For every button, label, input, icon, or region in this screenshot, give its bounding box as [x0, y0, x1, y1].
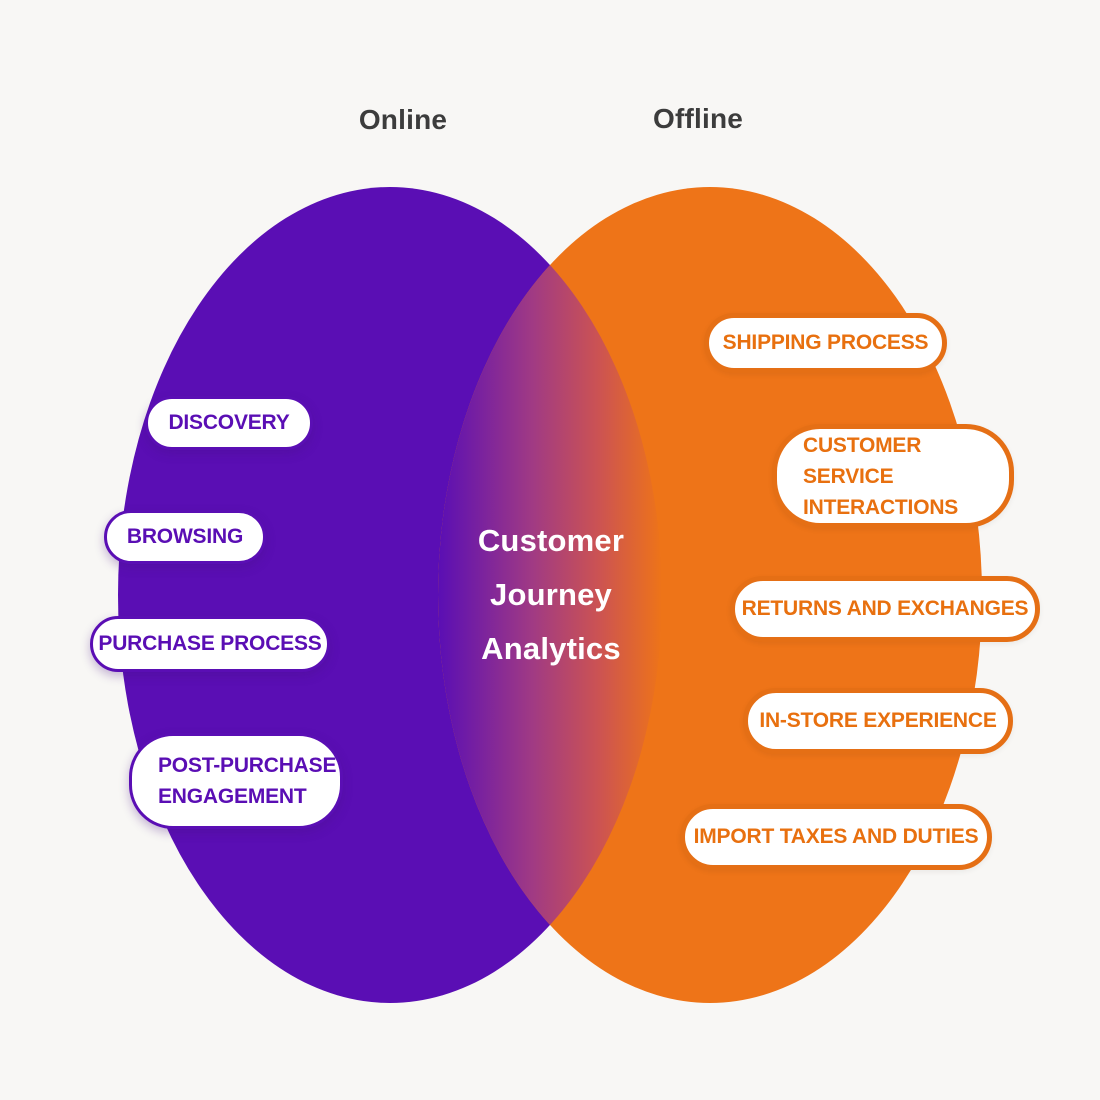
offline-pill-in-store-experience: IN-STORE EXPERIENCE [743, 688, 1013, 754]
online-label: Online [358, 104, 448, 135]
online-pill-post-purchase-engagement: POST-PURCHASE ENGAGEMENT [129, 733, 343, 829]
offline-pill-import-taxes-and-duties: IMPORT TAXES AND DUTIES [680, 804, 992, 870]
center-title-line: Analytics [481, 631, 621, 666]
offline-pill-returns-and-exchanges: RETURNS AND EXCHANGES [730, 576, 1040, 642]
center-title-line: Journey [490, 577, 612, 612]
offline-pill-customer-service-interactions: CUSTOMER SERVICE INTERACTIONS [772, 424, 1014, 528]
online-pill-browsing: BROWSING [104, 510, 266, 564]
center-title: Customer Journey Analytics [426, 514, 676, 676]
offline-label: Offline [652, 103, 744, 134]
online-pill-purchase-process: PURCHASE PROCESS [90, 616, 330, 672]
center-title-line: Customer [477, 523, 625, 558]
overlap-lens [438, 187, 662, 1003]
online-pill-discovery: DISCOVERY [145, 396, 313, 450]
offline-pill-shipping-process: SHIPPING PROCESS [704, 313, 947, 373]
